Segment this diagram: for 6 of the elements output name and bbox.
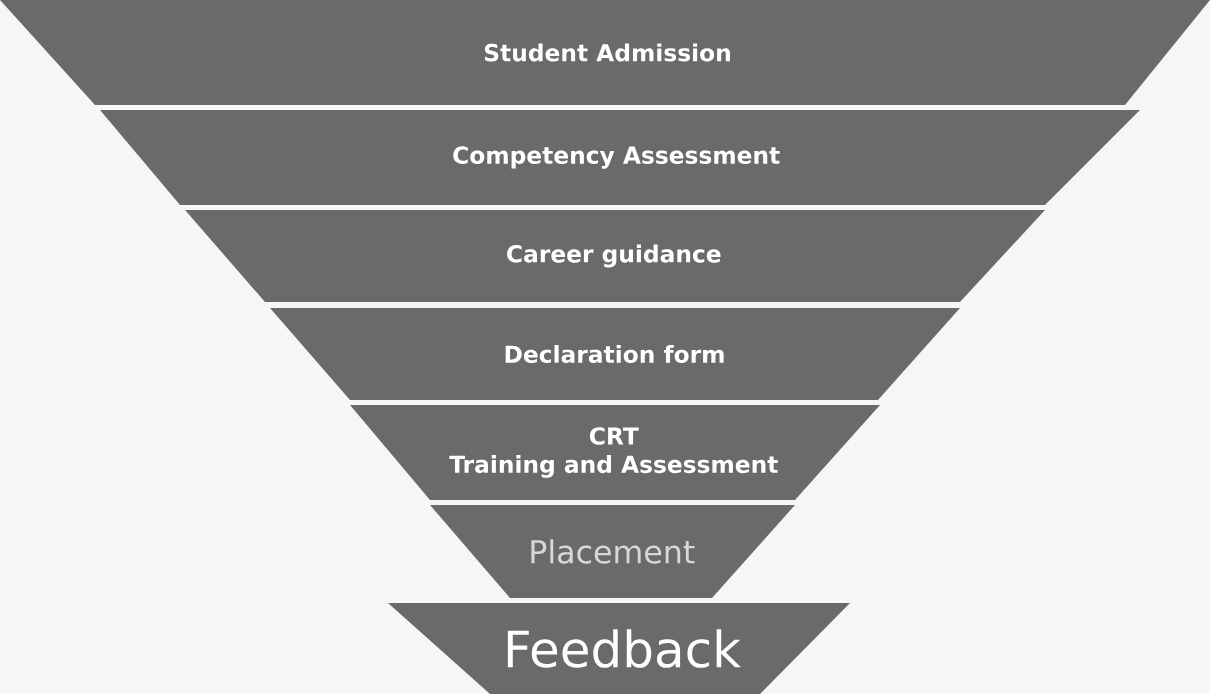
funnel-band: Placement <box>430 505 795 598</box>
funnel-band: Declaration form <box>270 308 960 400</box>
funnel-band: CRT Training and Assessment <box>350 405 880 500</box>
funnel-band: Competency Assessment <box>100 110 1140 205</box>
funnel-band: Student Admission <box>0 0 1210 105</box>
funnel-band: Feedback <box>388 603 850 694</box>
